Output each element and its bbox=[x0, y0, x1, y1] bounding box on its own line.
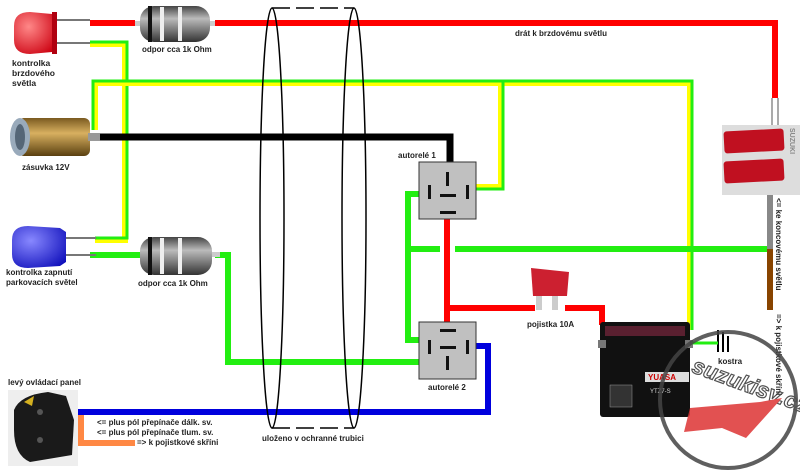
relay2-icon bbox=[418, 321, 477, 380]
battery-icon: YUASA YTZ7-S bbox=[598, 322, 693, 417]
parking-led-label-1: kontrolka zapnutí bbox=[6, 268, 73, 277]
wire-orange bbox=[78, 415, 135, 446]
panel-note-3: => k pojistkové skříni bbox=[137, 438, 218, 447]
parking-led-icon bbox=[12, 226, 96, 268]
tail-brand: SUZUKI bbox=[788, 128, 795, 154]
resistor-bottom-icon bbox=[140, 237, 220, 275]
resistor-top-label: odpor cca 1k Ohm bbox=[142, 45, 212, 54]
brake-led-label-3: světla bbox=[12, 78, 36, 88]
brake-led-label-1: kontrolka bbox=[12, 58, 51, 68]
wire-blue bbox=[76, 343, 491, 415]
wire-green-relay bbox=[405, 191, 770, 343]
fuse-icon bbox=[531, 268, 569, 310]
panel-note-1: <= plus pól přepínače dálk. sv. bbox=[97, 418, 212, 427]
relay1-label: autorelé 1 bbox=[398, 151, 436, 160]
tube-label: uloženo v ochranné trubici bbox=[262, 434, 364, 443]
brake-wire-label: drát k brzdovému světlu bbox=[515, 29, 607, 38]
relay2-label: autorelé 2 bbox=[428, 383, 466, 392]
brake-led-label-2: brzdového bbox=[12, 68, 55, 78]
ground-label: kostra bbox=[718, 357, 743, 366]
protective-tube bbox=[259, 7, 367, 429]
left-panel-icon bbox=[8, 390, 78, 466]
left-panel-label: levý ovládací panel bbox=[8, 378, 81, 387]
fuse-label: pojistka 10A bbox=[527, 320, 574, 329]
panel-note-2: <= plus pól přepínače tlum. sv. bbox=[97, 428, 213, 437]
resistor-bottom-label: odpor cca 1k Ohm bbox=[138, 279, 208, 288]
socket-label: zásuvka 12V bbox=[22, 163, 70, 172]
wire-brake-red bbox=[90, 20, 779, 125]
brake-led-icon bbox=[14, 12, 90, 54]
relay1-icon bbox=[418, 161, 477, 220]
resistor-top-icon bbox=[135, 6, 215, 42]
socket-12v-icon bbox=[10, 118, 100, 156]
tail-light-icon: SUZUKI bbox=[722, 125, 800, 195]
wire-green-parking bbox=[90, 252, 448, 365]
wire-green-yellow-main bbox=[91, 79, 694, 330]
wire-red-relay bbox=[444, 218, 605, 325]
parking-led-label-2: parkovacích světel bbox=[6, 278, 78, 287]
tail-light-note: <= ke koncovému světlu bbox=[774, 198, 783, 291]
wire-black bbox=[40, 133, 454, 165]
